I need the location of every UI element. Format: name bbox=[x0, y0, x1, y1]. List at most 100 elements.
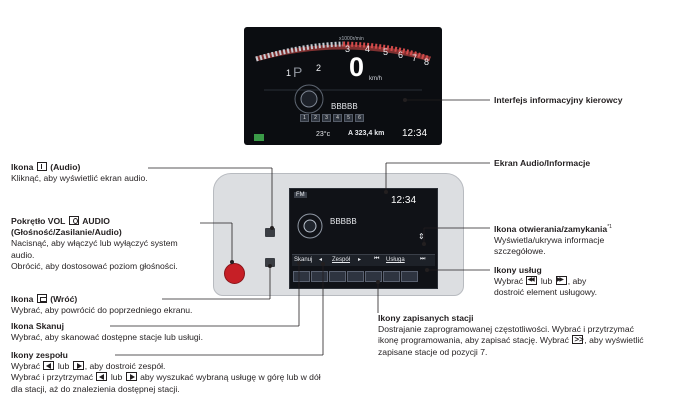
scan-desc: Wybrać, aby skanować dostępne stacje lub… bbox=[11, 332, 203, 343]
cluster-preset: 5 bbox=[344, 114, 353, 122]
speed-unit: km/h bbox=[369, 76, 383, 82]
saved-station-icon[interactable] bbox=[383, 271, 400, 282]
cluster-preset: 1 bbox=[300, 114, 309, 122]
saved-desc2: ikonę programowania, aby zapisać stację.… bbox=[378, 335, 569, 346]
band-label: FM bbox=[294, 192, 307, 198]
services-label: Usługa bbox=[386, 257, 405, 263]
triangle-left-icon bbox=[43, 361, 55, 371]
vol-knob-title-prefix: Pokrętło VOL bbox=[11, 216, 66, 226]
scan-label-block: Ikona Skanuj Wybrać, aby skanować dostęp… bbox=[11, 321, 203, 343]
saved-station-icon[interactable] bbox=[347, 271, 364, 282]
back-icon-desc: Wybrać, aby powrócić do poprzedniego ekr… bbox=[11, 305, 193, 316]
triangle-right-icon bbox=[72, 361, 84, 371]
tachometer-arc bbox=[254, 41, 431, 141]
odometer: A 323,4 km bbox=[348, 130, 385, 137]
triangle-left-icon bbox=[96, 372, 108, 382]
outside-temperature: 23°c bbox=[316, 131, 331, 138]
service-prev-icon[interactable]: ⏮ bbox=[374, 256, 380, 262]
group-label: Zespół bbox=[332, 257, 351, 263]
vol-knob-desc1: Nacisnąć, aby włączyć lub wyłączyć syste… bbox=[11, 238, 178, 249]
triangle-right-icon bbox=[125, 372, 137, 382]
saved-title: Ikony zapisanych stacji bbox=[378, 313, 474, 323]
footnote-mark: *1 bbox=[607, 224, 612, 230]
group-desc1-post: , aby dostroić zespół. bbox=[84, 361, 166, 372]
screen-station: BBBBB bbox=[330, 217, 357, 226]
vol-knob-title2: (Głośność/Zasilanie/Audio) bbox=[11, 227, 122, 238]
radio-dial-icon bbox=[297, 213, 323, 239]
cluster-presets: 1 2 3 4 5 6 bbox=[300, 114, 364, 122]
saved-stations-label: Ikony zapisanych stacji Dostrajanie zapr… bbox=[378, 313, 644, 358]
audio-icon-title-prefix: Ikona bbox=[11, 162, 34, 172]
cluster-preset: 2 bbox=[311, 114, 320, 122]
service-next-icon[interactable]: ⏭ bbox=[420, 256, 426, 262]
audio-icon bbox=[36, 162, 47, 171]
services-desc-mid: lub bbox=[540, 276, 553, 287]
saved-desc1: Dostrajanie zaprogramowanej częstotliwoś… bbox=[378, 324, 634, 335]
power-icon bbox=[68, 216, 79, 225]
rpm-tick: 6 bbox=[398, 50, 404, 60]
open-close-icon[interactable]: ⇕ bbox=[418, 232, 425, 241]
back-icon bbox=[36, 294, 47, 303]
saved-station-icon[interactable] bbox=[311, 271, 328, 282]
saved-station-icon[interactable] bbox=[293, 271, 310, 282]
rpm-tick: 5 bbox=[383, 47, 389, 57]
speed-value: 0 bbox=[349, 52, 365, 82]
rpm-tick: 4 bbox=[365, 44, 371, 54]
group-prev-icon[interactable]: ◂ bbox=[319, 257, 323, 263]
open-close-label: Ikona otwierania/zamykania*1 Wyświetla/u… bbox=[494, 222, 612, 257]
group-desc3: dla stacji, aż do znalezienia dostępnej … bbox=[11, 383, 180, 394]
saved-desc2-post: , aby wyświetlić bbox=[584, 335, 644, 346]
cluster-clock: 12:34 bbox=[402, 128, 428, 139]
cluster-preset: 6 bbox=[355, 114, 364, 122]
saved-station-icon[interactable] bbox=[365, 271, 382, 282]
group-desc2-pre: Wybrać i przytrzymać bbox=[11, 372, 94, 383]
group-desc1-mid: lub bbox=[57, 361, 70, 372]
services-desc2: dostroić element usługowy. bbox=[494, 287, 598, 298]
open-close-desc1: Wyświetla/ukrywa informacje bbox=[494, 235, 605, 246]
group-desc1-pre: Wybrać bbox=[11, 361, 41, 372]
group-title: Ikony zespołu bbox=[11, 350, 68, 360]
audio-screen-label: Ekran Audio/Informacje bbox=[494, 158, 590, 169]
saved-station-icon[interactable] bbox=[401, 271, 418, 282]
driver-info-label: Interfejs informacyjny kierowcy bbox=[494, 95, 622, 106]
back-icon-title-prefix: Ikona bbox=[11, 294, 34, 304]
vol-power-audio-knob[interactable] bbox=[224, 263, 245, 284]
skip-back-icon bbox=[526, 275, 538, 286]
back-icon-title-suffix: (Wróć) bbox=[50, 294, 78, 304]
group-desc2-mid: lub bbox=[110, 372, 123, 383]
group-label-block: Ikony zespołu Wybrać lub , aby dostroić … bbox=[11, 350, 321, 395]
audio-icon-title-suffix: (Audio) bbox=[50, 162, 81, 172]
vol-knob-label: Pokrętło VOL AUDIO (Głośność/Zasilanie/A… bbox=[11, 216, 178, 272]
services-label-block: Ikony usług Wybrać lub , aby dostroić el… bbox=[494, 265, 597, 299]
group-next-icon[interactable]: ▸ bbox=[358, 257, 362, 263]
screen-control-bar bbox=[292, 254, 435, 266]
rpm-unit: x1000r/min bbox=[339, 36, 364, 42]
audio-icon-button[interactable] bbox=[265, 228, 275, 237]
driver-info-title: Interfejs informacyjny kierowcy bbox=[494, 95, 623, 105]
skip-forward-icon bbox=[555, 275, 567, 286]
cluster-station: BBBBB bbox=[331, 102, 358, 111]
saved-station-icon[interactable] bbox=[329, 271, 346, 282]
cluster-preset: 4 bbox=[333, 114, 342, 122]
rpm-tick: 1 bbox=[286, 68, 292, 78]
saved-stations-bar bbox=[293, 271, 418, 282]
back-icon-button[interactable] bbox=[265, 258, 275, 267]
services-desc-post: , aby bbox=[567, 276, 587, 287]
screen-clock: 12:34 bbox=[391, 195, 417, 206]
services-desc-pre: Wybrać bbox=[494, 276, 524, 287]
audio-screen-title: Ekran Audio/Informacje bbox=[494, 158, 591, 168]
audio-icon-label: Ikona (Audio) Kliknąć, aby wyświetlić ek… bbox=[11, 162, 148, 184]
vol-knob-desc2: audio. bbox=[11, 249, 35, 260]
saved-desc3: zapisane stacje od pozycji 7. bbox=[378, 346, 488, 357]
rpm-tick: 7 bbox=[412, 53, 418, 63]
gear-indicator: P bbox=[293, 64, 303, 80]
audio-icon-desc: Kliknąć, aby wyświetlić ekran audio. bbox=[11, 173, 148, 184]
group-desc2-post: aby wyszukać wybraną usługę w górę lub w… bbox=[140, 372, 321, 383]
driver-information-interface: x1000r/min 1 2 3 4 5 6 7 8 P 0 km/h BBBB… bbox=[244, 27, 442, 145]
vol-knob-title-mid: AUDIO bbox=[82, 216, 110, 226]
scan-icon[interactable]: Skanuj bbox=[294, 257, 313, 263]
rpm-tick: 8 bbox=[424, 57, 430, 67]
back-icon-label: Ikona (Wróć) Wybrać, aby powrócić do pop… bbox=[11, 294, 192, 316]
scan-title: Ikona Skanuj bbox=[11, 321, 65, 331]
